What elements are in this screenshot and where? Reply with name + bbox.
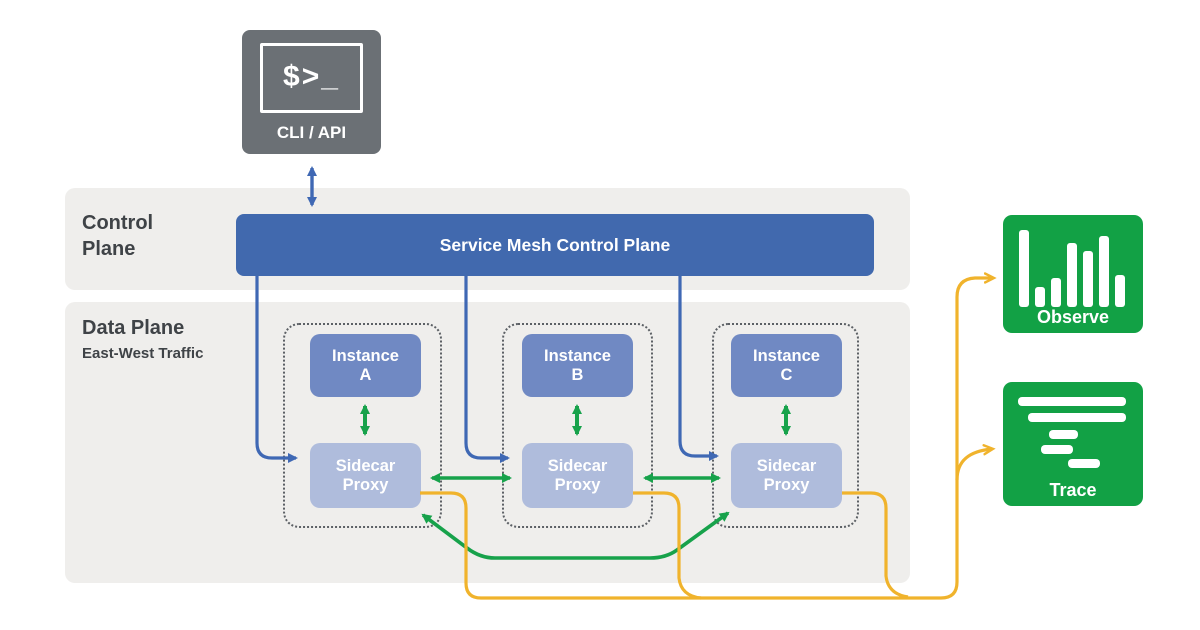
trace-box: Trace — [1003, 382, 1143, 506]
sidecar-c-line2: Proxy — [763, 475, 810, 494]
instance-b-line1: Instance — [544, 346, 611, 365]
bar-chart-icon — [1019, 230, 1127, 307]
data-plane-label-title: Data Plane — [82, 317, 185, 339]
sidecar-a-line2: Proxy — [342, 475, 389, 494]
instance-b-line2: B — [571, 365, 584, 384]
sidecar-b-line2: Proxy — [554, 475, 601, 494]
instance-a-box: Instance A — [310, 334, 421, 397]
data-plane-label: Data Plane East-West Traffic — [82, 315, 203, 364]
data-plane-label-sub: East-West Traffic — [82, 345, 204, 362]
control-plane-label: Control Plane — [82, 210, 153, 262]
control-plane-label-line2: Plane — [82, 238, 136, 260]
cli-api-box: $>_ CLI / API — [242, 30, 381, 154]
sidecar-b-line1: Sidecar — [547, 456, 608, 475]
terminal-icon: $>_ — [260, 43, 363, 113]
terminal-prompt: $>_ — [283, 60, 340, 93]
instance-a-line1: Instance — [332, 346, 399, 365]
trace-label: Trace — [1049, 480, 1097, 500]
trace-spans-icon — [1003, 382, 1143, 477]
sidecar-proxy-b-box: Sidecar Proxy — [522, 443, 633, 508]
service-mesh-control-plane-text: Service Mesh Control Plane — [439, 234, 671, 255]
control-plane-label-line1: Control — [82, 212, 154, 234]
observe-box: Observe — [1003, 215, 1143, 333]
sidecar-a-line1: Sidecar — [335, 456, 396, 475]
telemetry-to-trace-arrow — [955, 449, 992, 481]
sidecar-c-line1: Sidecar — [756, 456, 817, 475]
observe-label: Observe — [1036, 307, 1110, 327]
sidecar-proxy-a-box: Sidecar Proxy — [310, 443, 421, 508]
instance-c-line2: C — [780, 365, 793, 384]
instance-a-line2: A — [359, 365, 372, 384]
instance-b-box: Instance B — [522, 334, 633, 397]
instance-c-line1: Instance — [753, 346, 820, 365]
service-mesh-control-plane-bar: Service Mesh Control Plane — [236, 214, 874, 276]
cli-api-label: CLI / API — [276, 123, 347, 142]
instance-c-box: Instance C — [731, 334, 842, 397]
sidecar-proxy-c-box: Sidecar Proxy — [731, 443, 842, 508]
